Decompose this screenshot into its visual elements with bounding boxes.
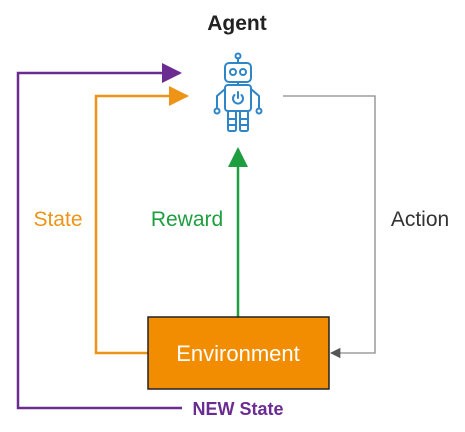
action-arrow bbox=[283, 95, 376, 359]
reward-label: Reward bbox=[151, 208, 223, 231]
state-label: State bbox=[33, 208, 82, 231]
environment-label: Environment bbox=[176, 341, 300, 366]
agent-label: Agent bbox=[207, 12, 267, 35]
environment-box bbox=[147, 316, 330, 390]
new-state-label: NEW State bbox=[192, 399, 283, 419]
robot-icon bbox=[213, 52, 263, 132]
new-state-arrow bbox=[16, 63, 182, 410]
state-arrow bbox=[94, 86, 189, 355]
action-label: Action bbox=[391, 208, 449, 231]
